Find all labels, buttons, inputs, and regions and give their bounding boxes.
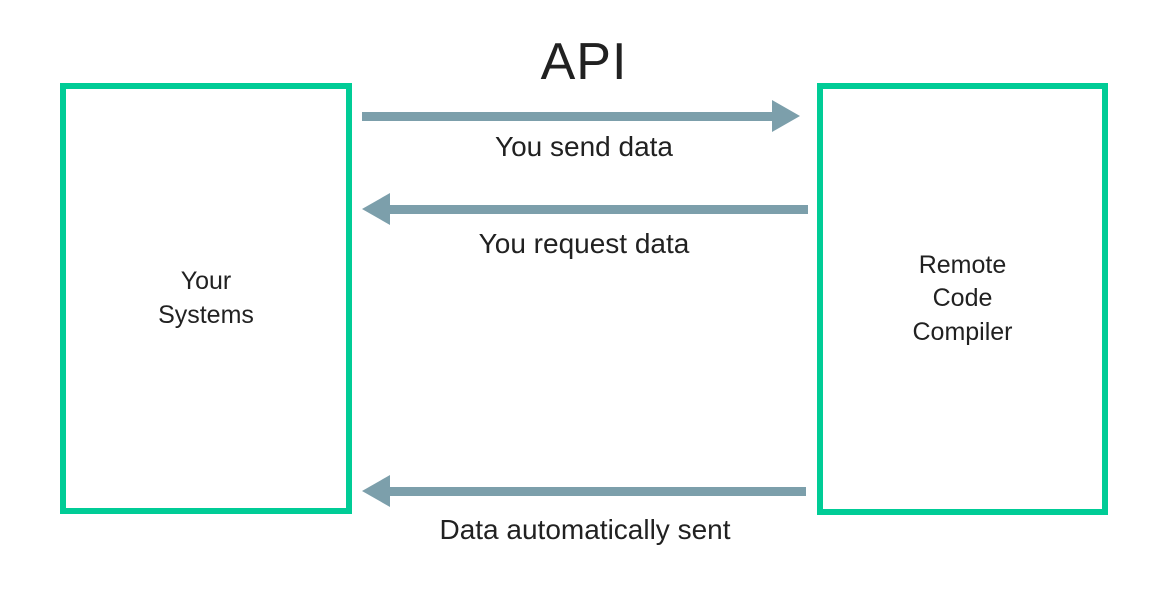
auto-sent-data-arrow-shaft <box>390 486 806 496</box>
your-systems-label: Your Systems <box>158 267 254 329</box>
auto-sent-data-label: Data automatically sent <box>439 514 731 545</box>
diagram-title: API <box>540 33 628 91</box>
send-data-arrow <box>362 100 800 132</box>
arrowhead-left-icon <box>362 475 390 507</box>
your-systems-box: Your Systems <box>60 83 352 514</box>
arrowhead-left-icon <box>362 193 390 225</box>
request-data-arrow <box>362 193 808 225</box>
send-data-arrow-shaft <box>362 111 772 121</box>
arrowhead-right-icon <box>772 100 800 132</box>
remote-code-compiler-box: Remote Code Compiler <box>817 83 1108 515</box>
request-data-arrow-shaft <box>390 204 808 214</box>
auto-sent-data-arrow <box>362 475 806 507</box>
send-data-label: You send data <box>494 131 674 162</box>
request-data-label: You request data <box>478 228 690 259</box>
remote-code-compiler-label: Remote Code Compiler <box>912 250 1013 346</box>
